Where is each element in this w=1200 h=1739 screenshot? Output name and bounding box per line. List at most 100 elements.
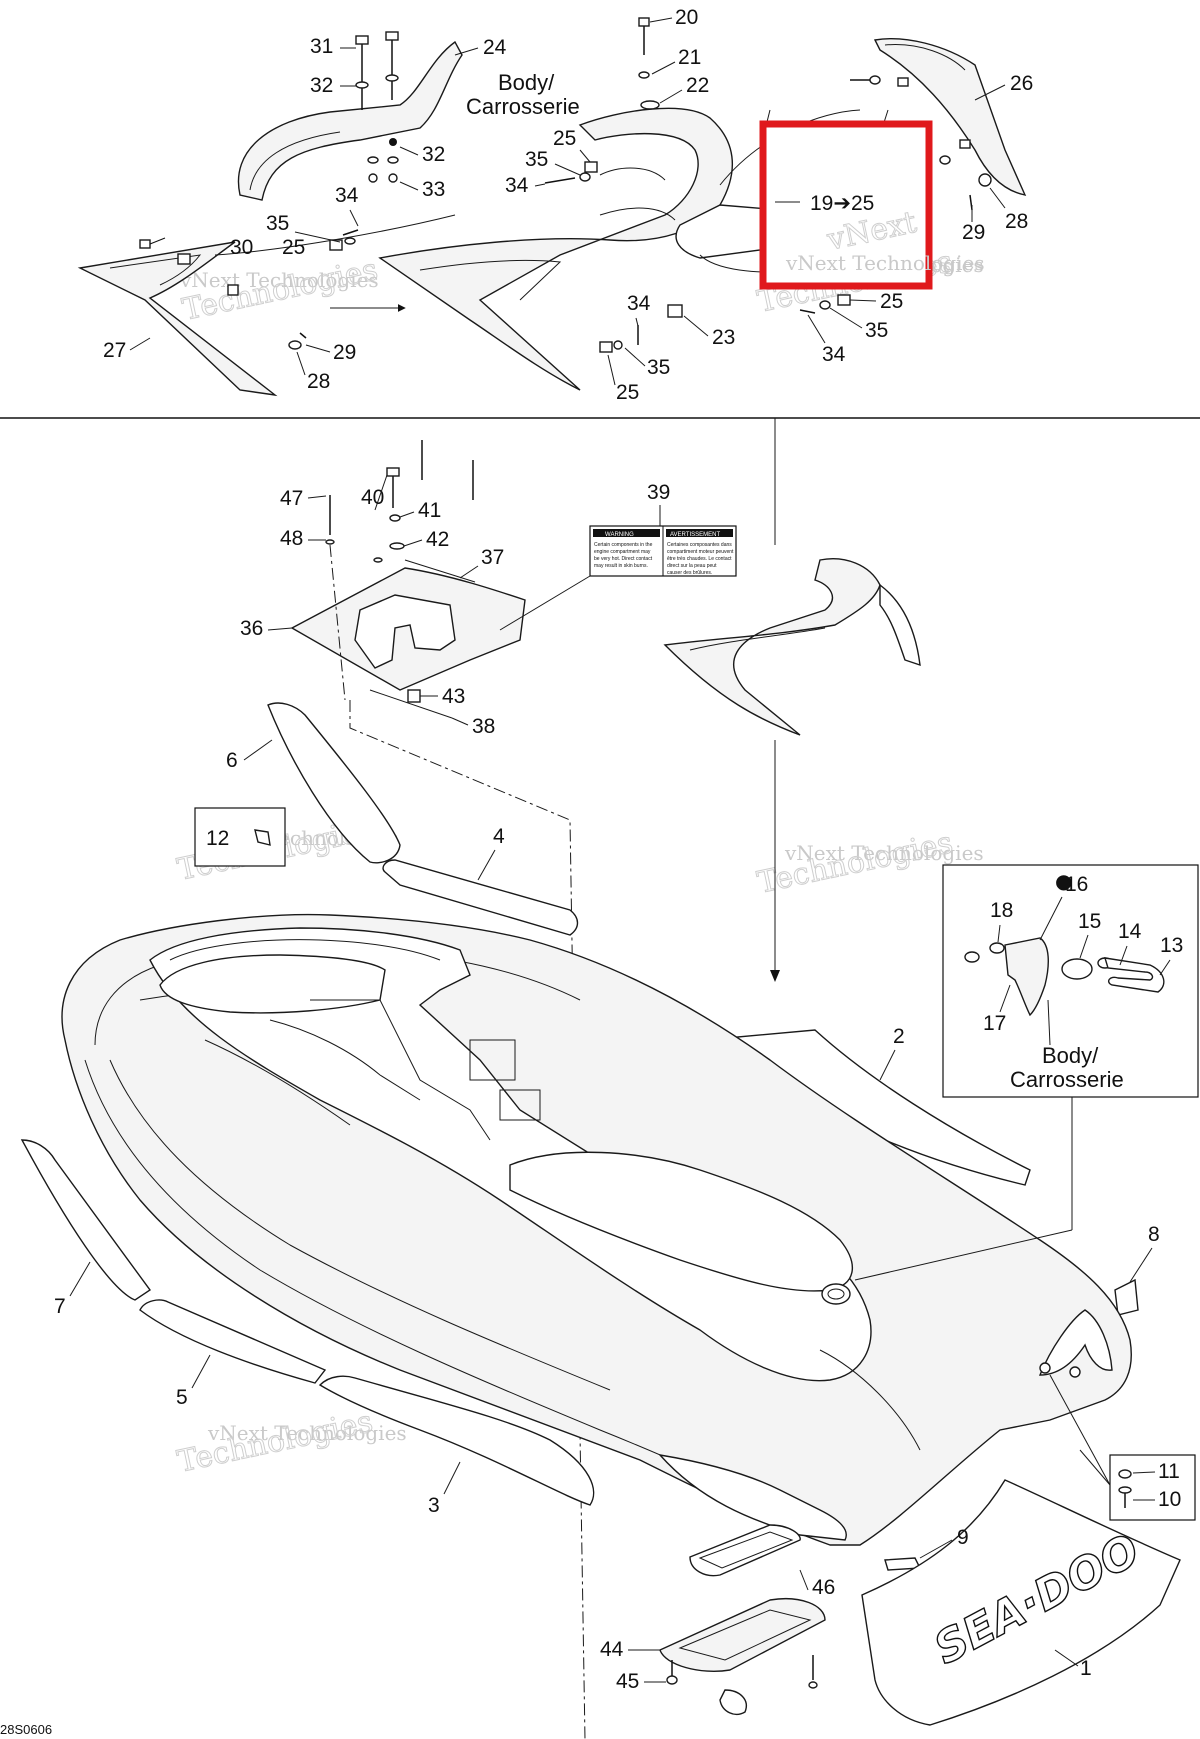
warning-decal-39: WARNING AVERTISSEMENT Certain components… (589, 525, 737, 577)
callout-30: 30 (230, 236, 253, 259)
strip-part-38 (369, 689, 453, 719)
callout-32: 32 (310, 74, 333, 97)
callout-25: 25 (553, 127, 576, 150)
callout-42: 42 (426, 528, 449, 551)
callout-47: 47 (280, 487, 303, 510)
diagram-code: 28S0606 (0, 1722, 52, 1737)
body-label: Carrosserie (466, 94, 580, 119)
highlight-note: 19➔25 (810, 192, 874, 215)
callout-35: 35 (525, 148, 548, 171)
callout-40: 40 (361, 486, 384, 509)
decal-heading: AVERTISSEMENT (670, 532, 720, 538)
callout-36: 36 (240, 617, 263, 640)
callout-41: 41 (418, 499, 441, 522)
decal-part-8 (1114, 1278, 1139, 1316)
screw-part-10 (1118, 1486, 1132, 1494)
side-panel-part-27 (77, 241, 278, 397)
callout-8: 8 (1148, 1223, 1160, 1246)
callout-3: 3 (428, 1494, 440, 1517)
rear-body-middle (663, 558, 881, 736)
decal-part-6 (267, 702, 401, 864)
decal-text: Certaines composantes dans (667, 542, 732, 548)
callout-34: 34 (822, 343, 846, 366)
decal-heading: WARNING (605, 532, 634, 538)
handle-part-24 (237, 40, 463, 201)
callout-46: 46 (812, 1576, 835, 1599)
callout-9: 9 (957, 1526, 969, 1549)
decal-text: être très chaudes. Le contact (667, 556, 732, 562)
detail-box-part-12 (194, 807, 286, 867)
callout-16: 16 (1065, 873, 1088, 896)
clip-part-43 (407, 689, 421, 703)
callout-21: 21 (678, 46, 701, 69)
rear-body-middle-tail (879, 583, 921, 667)
decal-part-7 (20, 1139, 151, 1301)
decal-text: direct sur la peau peut (667, 563, 717, 569)
highlight-box (759, 120, 933, 290)
hatch-drain (719, 1689, 747, 1716)
decal-text: causer des brûlures. (667, 570, 712, 576)
callout-28: 28 (307, 370, 330, 393)
callout-35: 35 (647, 356, 670, 379)
tow-eye-assembly: ● (964, 869, 1165, 1017)
callout-12: 12 (206, 827, 229, 850)
watermark-text: vNext Technologies (179, 268, 379, 292)
callout-22: 22 (686, 74, 709, 97)
callout-29: 29 (962, 221, 985, 244)
callout-33: 33 (422, 178, 445, 201)
watermark-text: vNext Technologies (785, 251, 985, 275)
callout-31: 31 (310, 35, 333, 58)
callout-15: 15 (1078, 910, 1101, 933)
callout-1: 1 (1080, 1657, 1092, 1680)
callout-25: 25 (880, 290, 903, 313)
callout-6: 6 (226, 749, 238, 772)
hull-nose (658, 1453, 847, 1541)
callout-18: 18 (990, 899, 1013, 922)
callout-29: 29 (333, 341, 356, 364)
callout-27: 27 (103, 339, 126, 362)
callout-13: 13 (1160, 934, 1183, 957)
callout-11: 11 (1158, 1460, 1180, 1483)
fastener-stack-40-48 (325, 440, 474, 563)
callout-48: 48 (280, 527, 303, 550)
tray-part-36 (290, 567, 526, 691)
decal-text: may result in skin burns. (594, 563, 648, 569)
gasket-part-46 (689, 1524, 801, 1577)
decal-text: compartiment moteur peuvent (667, 549, 734, 555)
decal-text: Certain components in the (594, 542, 653, 548)
callout-20: 20 (675, 6, 698, 29)
callout-26: 26 (1010, 72, 1033, 95)
callout-14: 14 (1118, 920, 1142, 943)
callout-39: 39 (647, 481, 670, 504)
callout-38: 38 (472, 715, 495, 738)
rear-body-top (378, 107, 733, 391)
callout-28: 28 (1005, 210, 1028, 233)
callout-25: 25 (616, 381, 639, 404)
callout-4: 4 (493, 825, 505, 848)
callout-2: 2 (893, 1025, 905, 1048)
handle-detail (249, 131, 341, 191)
alignment-line (349, 700, 586, 1739)
hatch-part-44 (659, 1598, 826, 1672)
fastener-stack-26 (850, 75, 971, 165)
watermark-text: vNext Technologies (207, 1421, 407, 1445)
callout-37: 37 (481, 546, 504, 569)
callout-5: 5 (176, 1386, 188, 1409)
hull-deck-recess (149, 927, 872, 1382)
callout-labels-bottom: 40 47 48 41 42 37 39 36 43 38 6 4 2 8 7 … (54, 474, 1160, 1693)
callout-34: 34 (505, 174, 529, 197)
side-panel-part-26 (873, 38, 1027, 196)
rear-body-tail (675, 204, 782, 259)
callout-32: 32 (422, 143, 445, 166)
body-label: Body/ (1042, 1043, 1099, 1068)
watermark-text: Technologies (174, 1404, 375, 1480)
tray-walls (354, 594, 456, 669)
fastener-stack-20-22 (638, 17, 660, 110)
watermark-text: Technologies (754, 825, 955, 901)
fastener-stack-31-33 (355, 31, 399, 183)
strip-part-37 (404, 559, 476, 583)
decal-part-3 (318, 1375, 595, 1506)
decal-part-4 (382, 859, 579, 936)
callout-25: 25 (282, 236, 305, 259)
